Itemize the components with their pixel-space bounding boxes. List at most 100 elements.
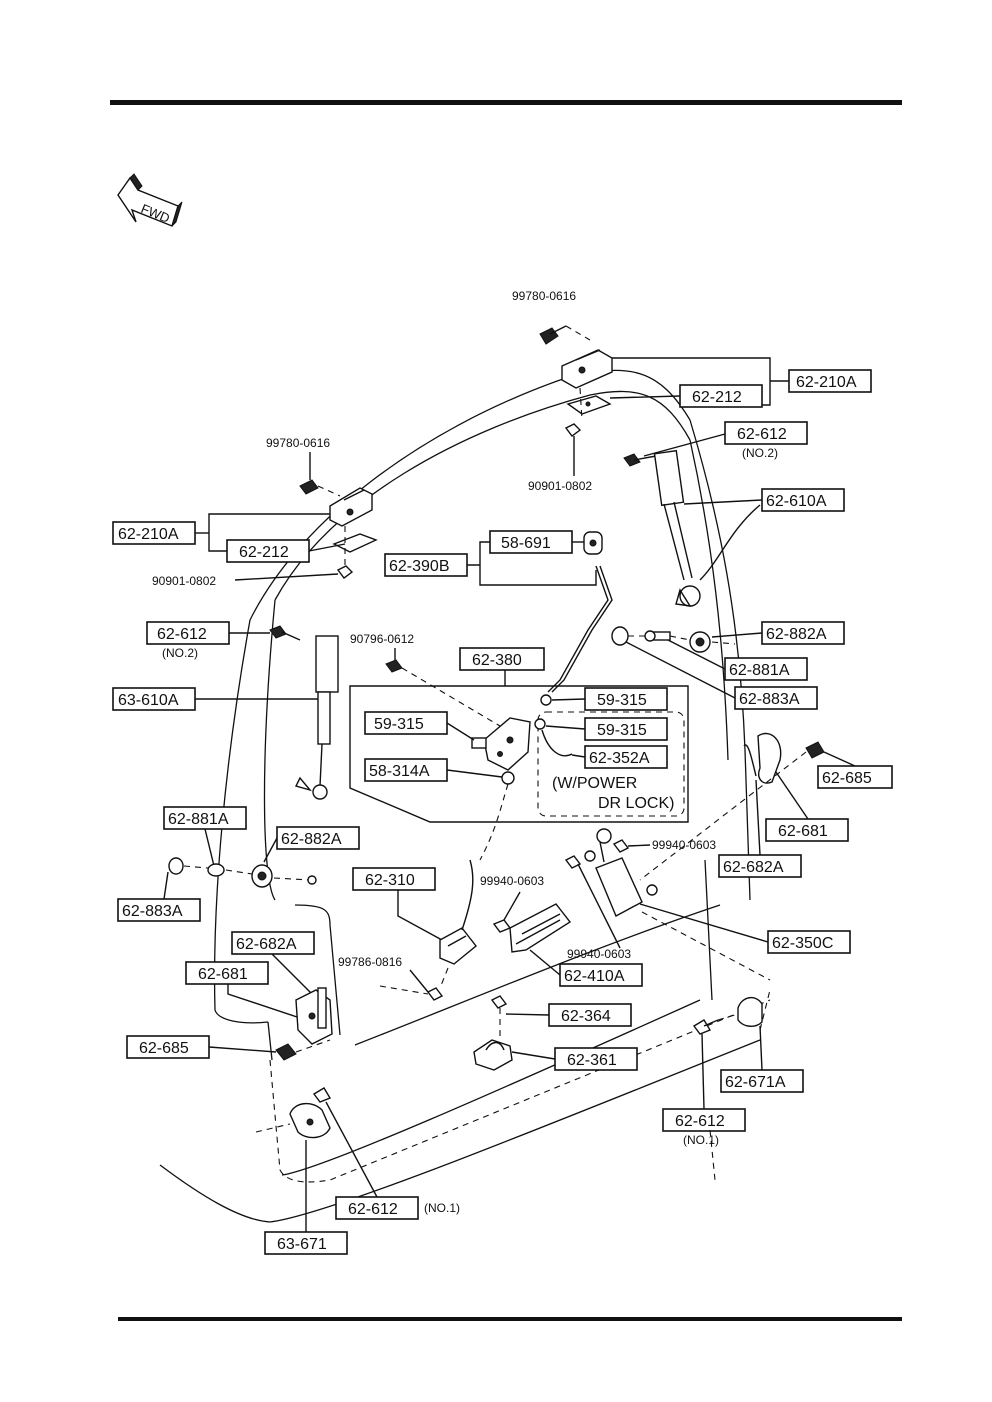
left-682a-icon [317, 987, 327, 1029]
left-681-label: 62-681 [198, 966, 248, 983]
left-bumper-group: 62-612 (NO.1) 63-671 [255, 1087, 460, 1255]
right-latch-group: 62-685 62-681 62-682A [639, 732, 893, 881]
left-bumper-icon [289, 1103, 331, 1139]
left-stay-bolt-note: (NO.2) [162, 646, 198, 660]
left-hinge-nut-label: 90901-0802 [152, 574, 216, 588]
right-881a-icon [644, 630, 671, 642]
striker-bolt-label: 62-364 [561, 1008, 611, 1025]
top-hinge-plate-label: 62-212 [692, 389, 742, 406]
lamp-group: 62-310 99786-0816 [338, 859, 477, 1001]
striker-group: 62-364 62-361 [473, 995, 638, 1071]
rod-clip-label: 58-691 [501, 535, 551, 552]
bottom-rule [118, 1317, 902, 1321]
top-hinge-bolt-label: 99780-0616 [512, 289, 576, 303]
striker-label: 62-361 [567, 1052, 617, 1069]
clip-top-label: 59-315 [597, 692, 647, 709]
lock-body-icon [483, 717, 531, 771]
lock-bolt-label: 90796-0612 [350, 632, 414, 646]
right-685-icon [805, 741, 825, 759]
right-882a-icon [689, 631, 711, 653]
left-685-label: 62-685 [139, 1040, 189, 1057]
right-bumper-label: 62-671A [725, 1074, 786, 1091]
actuator-screw-1-label: 99940-0603 [652, 838, 716, 852]
left-hinge-group: 99780-0616 62-210A 62-212 90901-0802 [112, 436, 378, 588]
left-mount-group: 62-881A 62-882A 62-883A [117, 806, 360, 922]
lamp-screw-label: 99786-0816 [338, 955, 402, 969]
top-hinge-nut-icon [564, 423, 582, 437]
left-stay-group: 62-612 (NO.2) 63-610A [112, 621, 339, 800]
left-gas-stay-icon [312, 635, 339, 800]
clip-right-label: 59-315 [597, 722, 647, 739]
right-bumper-bolt-label: 62-612 [675, 1113, 725, 1130]
top-rule [110, 100, 902, 105]
right-883a-icon [611, 626, 629, 646]
left-685-icon [275, 1043, 297, 1061]
left-bumper-bolt-label: 62-612 [348, 1201, 398, 1218]
top-hinge-label: 62-210A [796, 374, 857, 391]
actuator-screw-1-icon [612, 839, 630, 853]
left-hinge-icon [329, 487, 373, 527]
clip-58-icon [501, 771, 515, 785]
left-hinge-label: 62-210A [118, 526, 179, 543]
actuator-screw-2-icon [564, 855, 582, 869]
actuator-label: 62-350C [772, 935, 833, 952]
clip-top-icon [540, 694, 552, 706]
left-stay-label: 63-610A [118, 692, 179, 709]
left-881a-icon [207, 863, 225, 877]
right-685-label: 62-685 [822, 770, 872, 787]
clip-right-icon [534, 718, 546, 730]
striker-bolt-icon [490, 995, 508, 1009]
right-681-icon [757, 732, 782, 784]
rod-clip-icon [583, 531, 603, 555]
rod-label: 62-390B [389, 558, 450, 575]
rod-group: 58-691 62-390B [384, 530, 613, 693]
lamp-icon [439, 927, 477, 965]
left-hinge-plate-icon [332, 533, 378, 553]
right-bumper-icon [737, 997, 763, 1027]
lock-assembly-label: 62-380 [472, 652, 522, 669]
lock-bolt-icon [385, 659, 403, 673]
right-stay-group: 62-612 (NO.2) 62-610A 62-882A 62-881A 62… [611, 421, 845, 710]
right-stay-bolt-note: (NO.2) [742, 446, 778, 460]
top-hinge-group: 99780-0616 90901-0802 62-210A 62-212 [512, 289, 872, 493]
left-bumper-bolt-icon [312, 1087, 332, 1103]
right-bumper-bolt-note: (NO.1) [683, 1133, 719, 1147]
striker-icon [473, 1039, 513, 1071]
right-883a-label: 62-883A [739, 691, 800, 708]
top-hinge-nut-label: 90901-0802 [528, 479, 592, 493]
right-682a-icon [743, 744, 757, 777]
right-bumper-group: 62-671A 62-612 (NO.1) [662, 997, 804, 1147]
clip-left-label: 59-315 [374, 716, 424, 733]
clip-left-icon [471, 737, 487, 749]
left-stay-bolt-label: 62-612 [157, 626, 207, 643]
handle-screw-icon [492, 919, 512, 933]
left-882a-label: 62-882A [281, 831, 342, 848]
left-hinge-bolt-icon [299, 479, 319, 495]
right-881a-label: 62-881A [729, 662, 790, 679]
handle-label: 62-410A [564, 968, 625, 985]
top-hinge-icon [561, 349, 613, 389]
liftgate-outline [159, 369, 771, 1223]
right-stay-bolt-icon [623, 453, 657, 467]
left-682a-label: 62-682A [236, 936, 297, 953]
actuator-screw-2-label: 99940-0603 [567, 947, 631, 961]
left-stay-bolt-icon [269, 625, 301, 641]
left-882a-icon [251, 864, 273, 888]
actuator-rod-label: 62-352A [589, 750, 650, 767]
left-881a-label: 62-881A [168, 811, 229, 828]
right-stay-label: 62-610A [766, 493, 827, 510]
left-bumper-label: 63-671 [277, 1236, 327, 1253]
right-681-label: 62-681 [778, 823, 828, 840]
left-883a-label: 62-883A [122, 903, 183, 920]
left-bumper-bolt-note: (NO.1) [424, 1201, 460, 1215]
power-note-2: DR LOCK) [598, 795, 674, 812]
top-hinge-bolt-icon [539, 325, 567, 345]
lock-assembly-group: 90796-0612 62-380 59-315 59-315 59-315 5 [349, 632, 689, 823]
right-stay-bolt-label: 62-612 [737, 426, 787, 443]
right-882a-label: 62-882A [766, 626, 827, 643]
handle-group: 99940-0603 62-410A [480, 874, 643, 987]
handle-icon [509, 903, 572, 953]
top-hinge-plate-icon [566, 395, 612, 415]
clip-58-label: 58-314A [369, 763, 430, 780]
